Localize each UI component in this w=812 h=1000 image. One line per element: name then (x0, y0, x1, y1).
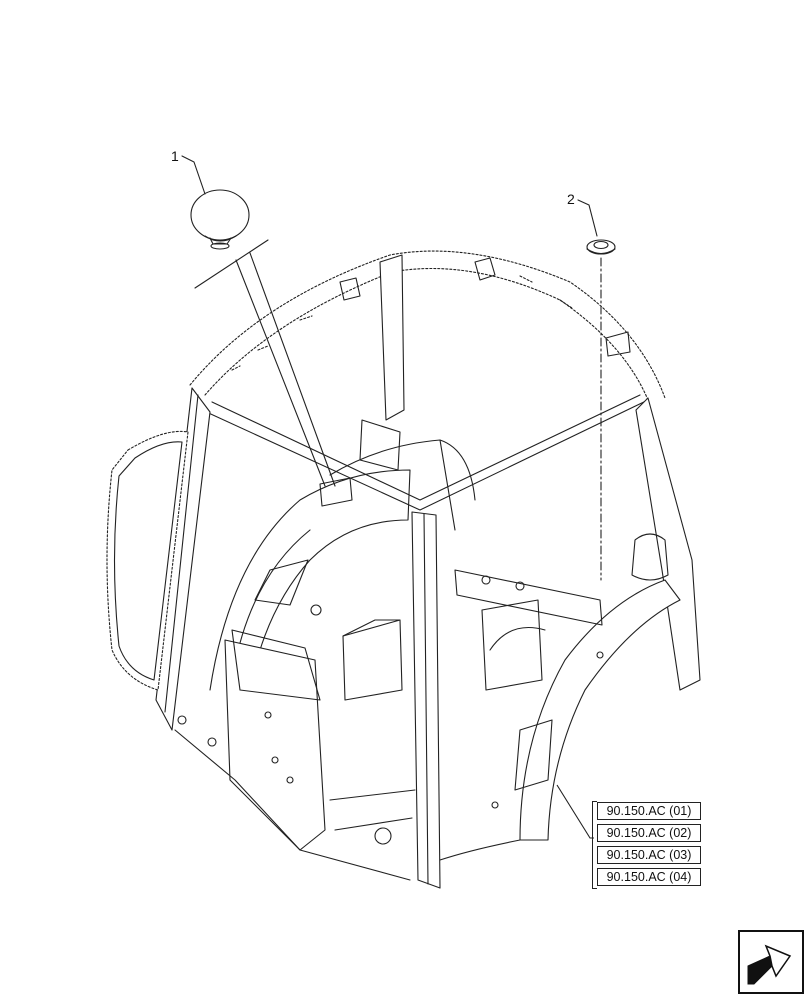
callout-1-leader (181, 155, 206, 195)
reference-link-01[interactable]: 90.150.AC (01) (597, 802, 701, 820)
navigate-button[interactable] (738, 930, 804, 994)
callout-2-leader (577, 199, 598, 237)
callout-2-label: 2 (567, 191, 575, 207)
reference-leader (556, 784, 594, 839)
part-1-plug-icon (190, 189, 250, 250)
section-view-lines (194, 239, 336, 487)
reference-bracket (592, 801, 597, 889)
callout-1-label: 1 (171, 148, 179, 164)
cab-frame (106, 250, 701, 889)
reference-link-04[interactable]: 90.150.AC (04) (597, 868, 701, 886)
reference-link-02[interactable]: 90.150.AC (02) (597, 824, 701, 842)
navigate-arrow-icon (747, 944, 792, 985)
part-2-grommet-icon (586, 239, 616, 255)
reference-link-03[interactable]: 90.150.AC (03) (597, 846, 701, 864)
